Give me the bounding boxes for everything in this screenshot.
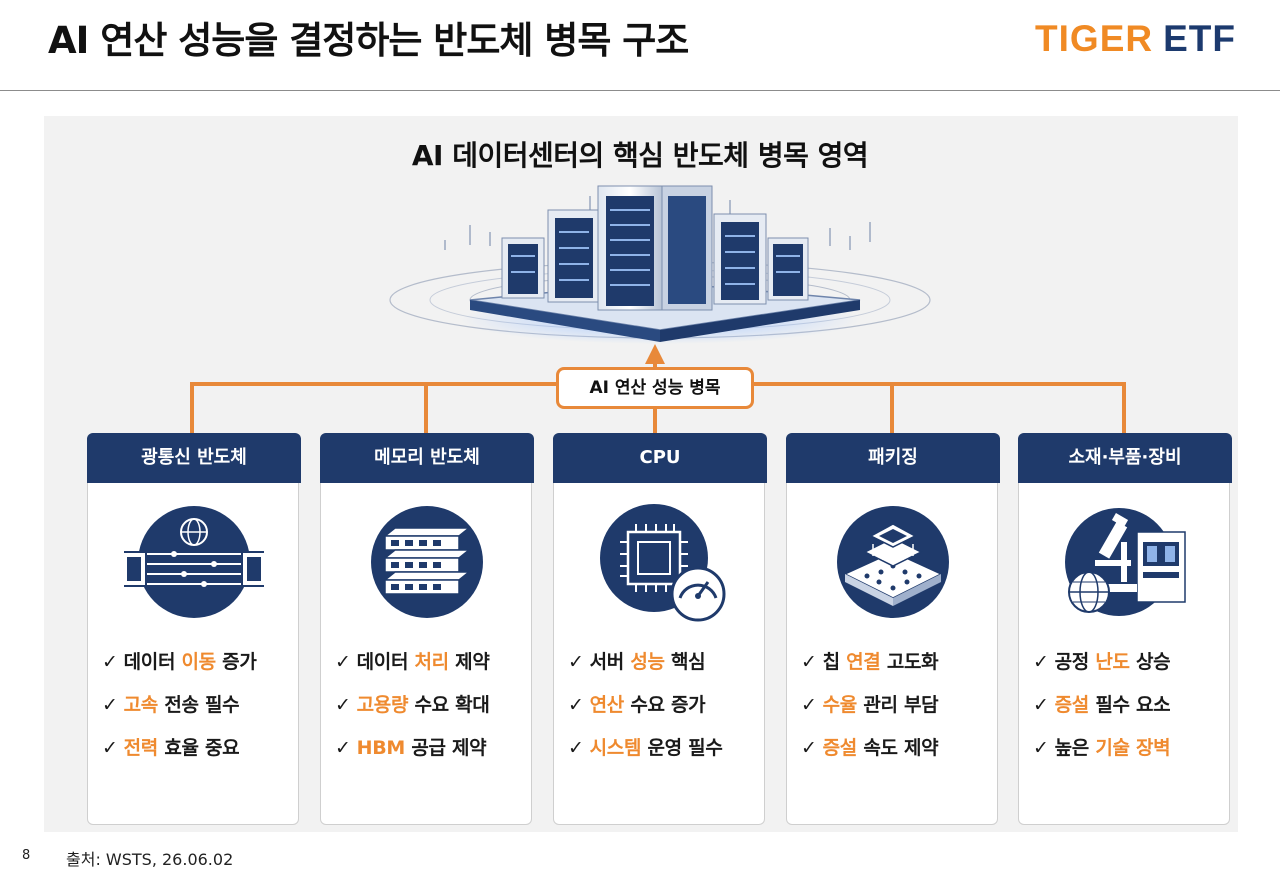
card-cpu: CPU ✓서버 성능 핵심 ✓연산 수요 증가 ✓시스템 운영 필수	[553, 433, 767, 825]
list-item: ✓증설 속도 제약	[801, 737, 939, 759]
card-list: ✓서버 성능 핵심 ✓연산 수요 증가 ✓시스템 운영 필수	[568, 650, 723, 779]
page-number: 8	[22, 848, 31, 863]
list-item: ✓증설 필수 요소	[1033, 694, 1171, 716]
optical-chip-globe-icon	[124, 506, 264, 618]
card-title: 광통신 반도체	[87, 433, 301, 483]
card-materials-equipment: 소재·부품·장비 ✓공정 난도 상승 ✓증설 필수 요소 ✓높은 기술 장벽	[1018, 433, 1232, 825]
list-item: ✓공정 난도 상승	[1033, 651, 1171, 673]
card-title: CPU	[553, 433, 767, 483]
logo-tiger: TIGER	[1035, 18, 1154, 59]
cpu-gauge-icon	[600, 504, 726, 622]
list-item: ✓고속 전송 필수	[102, 694, 240, 716]
list-item: ✓데이터 이동 증가	[102, 651, 257, 673]
connector-lines	[190, 362, 1126, 434]
card-packaging: 패키징 ✓칩 연결 고도화 ✓수율 관리 부담 ✓증설 속도 제약	[786, 433, 1000, 825]
list-item: ✓연산 수요 증가	[568, 694, 706, 716]
list-item: ✓서버 성능 핵심	[568, 651, 706, 673]
card-title: 패키징	[786, 433, 1000, 483]
list-item: ✓HBM 공급 제약	[335, 737, 487, 759]
header-divider	[0, 90, 1280, 91]
list-item: ✓고용량 수요 확대	[335, 694, 490, 716]
card-optical: 광통신 반도체 ✓데이터 이동 증가 ✓고속 전송 필수 ✓전력 효율 중요	[87, 433, 301, 825]
logo-etf: ETF	[1163, 18, 1236, 59]
card-title: 소재·부품·장비	[1018, 433, 1232, 483]
list-item: ✓전력 효율 중요	[102, 737, 240, 759]
list-item: ✓시스템 운영 필수	[568, 737, 723, 759]
diagram-subtitle: AI 데이터센터의 핵심 반도체 병목 영역	[411, 139, 869, 172]
up-arrow-icon	[645, 344, 665, 364]
source-note: 출처: WSTS, 26.06.02	[66, 850, 234, 869]
card-list: ✓칩 연결 고도화 ✓수율 관리 부담 ✓증설 속도 제약	[801, 650, 939, 779]
microscope-equipment-icon	[1065, 508, 1186, 616]
card-list: ✓공정 난도 상승 ✓증설 필수 요소 ✓높은 기술 장벽	[1033, 650, 1171, 779]
card-list: ✓데이터 처리 제약 ✓고용량 수요 확대 ✓HBM 공급 제약	[335, 650, 490, 779]
chip-package-icon	[837, 506, 949, 618]
list-item: ✓수율 관리 부담	[801, 694, 939, 716]
list-item: ✓칩 연결 고도화	[801, 651, 939, 673]
card-memory: 메모리 반도체 ✓데이터 처리 제약 ✓고용량 수요 확대 ✓HBM 공급 제약	[320, 433, 534, 825]
card-list: ✓데이터 이동 증가 ✓고속 전송 필수 ✓전력 효율 중요	[102, 650, 257, 779]
page-title: AI 연산 성능을 결정하는 반도체 병목 구조	[48, 19, 689, 62]
card-title: 메모리 반도체	[320, 433, 534, 483]
bottleneck-label: AI 연산 성능 병목	[556, 367, 754, 409]
datacenter-server-icon	[389, 185, 931, 344]
memory-stack-icon	[371, 506, 483, 618]
list-item: ✓높은 기술 장벽	[1033, 737, 1171, 759]
list-item: ✓데이터 처리 제약	[335, 651, 490, 673]
